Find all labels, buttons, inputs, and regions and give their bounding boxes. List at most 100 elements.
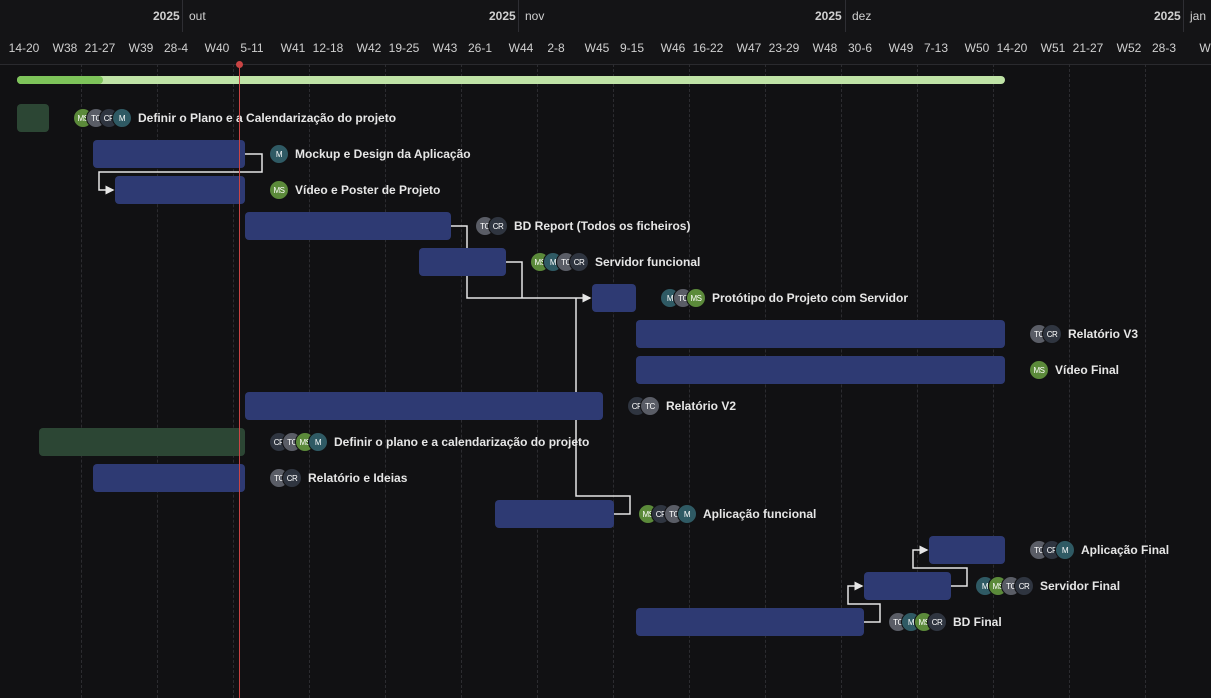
task-bar[interactable] (636, 608, 864, 636)
task-bar[interactable] (592, 284, 636, 312)
task-label-group: MS Vídeo Final (1029, 359, 1119, 381)
task-name[interactable]: Relatório V2 (666, 399, 737, 413)
task-assignees: M (269, 144, 289, 164)
week-label: W49 (888, 41, 914, 55)
task-bar[interactable] (17, 104, 49, 132)
month-label-oct: 2025 (153, 9, 180, 23)
grid-line (233, 64, 234, 698)
task-label-group: MS Vídeo e Poster de Projeto (269, 179, 440, 201)
week-label: W40 (204, 41, 230, 55)
grid-line (81, 64, 82, 698)
avatar[interactable]: M (112, 108, 132, 128)
avatar[interactable]: CR (569, 252, 589, 272)
task-label-group: M Mockup e Design da Aplicação (269, 143, 471, 165)
week-label: W46 (660, 41, 686, 55)
week-label: W41 (280, 41, 306, 55)
week-label: 26-1 (467, 41, 493, 55)
week-label: 12-18 (312, 41, 344, 55)
task-name[interactable]: Aplicação Final (1081, 543, 1170, 557)
grid-line (157, 64, 158, 698)
week-label: W45 (584, 41, 610, 55)
avatar[interactable]: CR (488, 216, 508, 236)
grid-line (537, 64, 538, 698)
task-bar[interactable] (93, 140, 245, 168)
week-label: W51 (1040, 41, 1066, 55)
avatar[interactable]: M (308, 432, 328, 452)
task-name[interactable]: Vídeo Final (1055, 363, 1120, 377)
task-name[interactable]: Aplicação funcional (703, 507, 817, 521)
task-name[interactable]: BD Report (Todos os ficheiros) (514, 219, 691, 233)
week-label: 30-6 (847, 41, 873, 55)
month-label-nov: 2025 (489, 9, 516, 23)
month-label-jan: 2025 (1154, 9, 1181, 23)
week-label: W52 (1116, 41, 1142, 55)
timeline-month-header: 2025 out 2025 nov 2025 dez 2025 jan (0, 0, 1211, 33)
grid-line (1069, 64, 1070, 698)
task-name[interactable]: Servidor Final (1040, 579, 1121, 593)
task-bar[interactable] (929, 536, 1005, 564)
week-label: 14-20 (8, 41, 40, 55)
task-name[interactable]: Definir o plano e a calendarização do pr… (334, 435, 590, 449)
avatar[interactable]: M (1055, 540, 1075, 560)
avatar[interactable]: MS (1029, 360, 1049, 380)
week-label: W39 (128, 41, 154, 55)
task-bar[interactable] (419, 248, 506, 276)
task-name[interactable]: Protótipo do Projeto com Servidor (712, 291, 909, 305)
week-label: W50 (964, 41, 990, 55)
month-nov: nov (518, 0, 846, 32)
avatar[interactable]: CR (1042, 324, 1062, 344)
task-bar[interactable] (93, 464, 245, 492)
avatar[interactable]: M (677, 504, 697, 524)
task-bar[interactable] (245, 212, 451, 240)
avatar[interactable]: CR (927, 612, 947, 632)
task-name[interactable]: BD Final (953, 615, 1002, 629)
grid-line (1145, 64, 1146, 698)
avatar[interactable]: CR (1014, 576, 1034, 596)
grid-line (309, 64, 310, 698)
task-assignees: MS (1029, 360, 1049, 380)
week-label: 19-25 (388, 41, 420, 55)
avatar[interactable]: MS (269, 180, 289, 200)
week-label: W42 (356, 41, 382, 55)
task-name[interactable]: Servidor funcional (595, 255, 701, 269)
task-name[interactable]: Definir o Plano e a Calendarização do pr… (138, 111, 397, 125)
avatar[interactable]: MS (686, 288, 706, 308)
week-label: 23-29 (768, 41, 800, 55)
week-label: 21-27 (84, 41, 116, 55)
week-label: 21-27 (1072, 41, 1104, 55)
task-bar[interactable] (115, 176, 245, 204)
week-label: W38 (52, 41, 78, 55)
task-bar[interactable] (39, 428, 245, 456)
task-bar[interactable] (495, 500, 614, 528)
task-bar[interactable] (636, 356, 1005, 384)
today-marker-dot (236, 61, 243, 68)
task-bar[interactable] (864, 572, 951, 600)
task-name[interactable]: Relatório V3 (1068, 327, 1139, 341)
week-label: 7-13 (923, 41, 949, 55)
task-bar[interactable] (245, 392, 603, 420)
task-name[interactable]: Mockup e Design da Aplicação (295, 147, 471, 161)
month-oct: out (182, 0, 520, 32)
task-name[interactable]: Vídeo e Poster de Projeto (295, 183, 441, 197)
task-name[interactable]: Relatório e Ideias (308, 471, 408, 485)
week-label: 5-11 (240, 41, 264, 55)
week-label: 9-15 (619, 41, 645, 55)
avatar[interactable]: CR (282, 468, 302, 488)
avatar[interactable]: M (269, 144, 289, 164)
avatar[interactable]: TC (640, 396, 660, 416)
task-bar[interactable] (636, 320, 1005, 348)
